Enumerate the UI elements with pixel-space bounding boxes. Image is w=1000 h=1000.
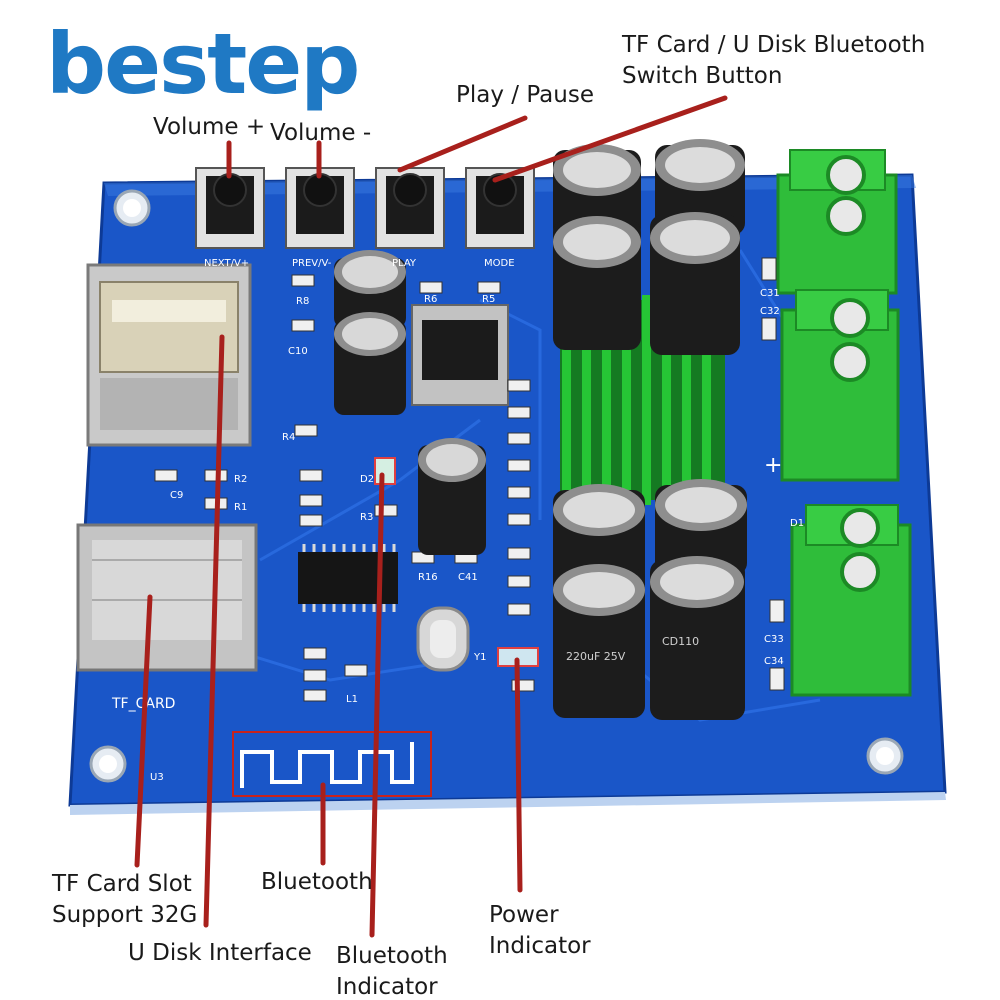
silk-u3: U3 — [150, 772, 164, 783]
label-tf-card-line2: Support 32G — [52, 902, 198, 928]
silk-c10: C10 — [288, 346, 308, 357]
silk-c41: C41 — [458, 572, 478, 583]
silk-c9: C9 — [170, 490, 183, 501]
label-power-indicator-line1: Power — [489, 902, 559, 928]
screw-terminal — [790, 504, 912, 697]
button-volume-minus — [285, 167, 355, 249]
silk-l1: L1 — [346, 694, 358, 705]
label-u-disk-interface: U Disk Interface — [128, 940, 312, 966]
label-bluetooth-indicator-line1: Bluetooth — [336, 943, 448, 969]
silk-r1: R1 — [234, 502, 247, 513]
label-volume-plus: Volume + — [153, 114, 266, 140]
silk-d1: D1 — [790, 518, 804, 529]
capacitor — [334, 250, 406, 328]
tf-card-slot — [76, 523, 258, 672]
button-volume-plus — [195, 167, 265, 249]
silk-r8: R8 — [296, 296, 309, 307]
silk-plus: + — [764, 453, 782, 478]
silk-r16: R16 — [418, 572, 438, 583]
mounting-hole — [866, 737, 904, 775]
silk-btn4: MODE — [484, 258, 515, 269]
silk-c33: C33 — [764, 634, 784, 645]
screw-terminal — [776, 149, 898, 295]
button-play-pause — [375, 167, 445, 249]
capacitor — [553, 564, 645, 718]
label-switch-button-line2: Switch Button — [622, 63, 783, 89]
callout-pointers — [134, 95, 728, 938]
label-tf-card-line1: TF Card Slot — [52, 871, 192, 897]
bluetooth-led — [374, 457, 396, 485]
usb-port — [86, 263, 252, 447]
capacitor — [553, 144, 641, 240]
label-bluetooth-indicator-line2: Indicator — [336, 974, 438, 1000]
mounting-hole — [89, 745, 127, 783]
silk-r6: R6 — [424, 294, 437, 305]
silk-r3: R3 — [360, 512, 373, 523]
silk-d2: D2 — [360, 474, 374, 485]
capacitor — [650, 556, 745, 720]
silk-y1: Y1 — [473, 652, 486, 663]
silk-r5: R5 — [482, 294, 495, 305]
label-switch-button-line1: TF Card / U Disk Bluetooth — [622, 32, 926, 58]
capacitor — [553, 216, 641, 350]
label-power-indicator-line2: Indicator — [489, 933, 591, 959]
capacitor — [655, 479, 747, 575]
silk-btn1: NEXT/V+ — [204, 258, 249, 269]
silk-c34: C34 — [764, 656, 784, 667]
silk-c31: C31 — [760, 288, 780, 299]
silk-btn2: PREV/V- — [292, 258, 332, 269]
voltage-regulator — [411, 304, 509, 406]
bluetooth-antenna — [232, 731, 432, 797]
capacitor — [418, 438, 486, 555]
silk-c32: C32 — [760, 306, 780, 317]
silk-r2: R2 — [234, 474, 247, 485]
capacitor — [650, 212, 740, 355]
label-bluetooth: Bluetooth — [261, 869, 373, 895]
screw-terminal — [780, 289, 900, 482]
silk-r4: R4 — [282, 432, 295, 443]
capacitor — [334, 312, 406, 415]
cap-print-value: 220uF 25V — [566, 650, 626, 663]
mounting-hole — [113, 189, 151, 227]
silk-btn3: PLAY — [392, 258, 417, 269]
label-volume-minus: Volume - — [270, 120, 372, 146]
cap-print-model: CD110 — [662, 635, 699, 648]
button-mode — [465, 167, 535, 249]
crystal-oscillator — [416, 606, 470, 672]
capacitor — [655, 139, 745, 235]
main-ic — [298, 544, 398, 612]
brand-logo: bestep — [46, 15, 360, 113]
label-play-pause: Play / Pause — [456, 82, 594, 108]
